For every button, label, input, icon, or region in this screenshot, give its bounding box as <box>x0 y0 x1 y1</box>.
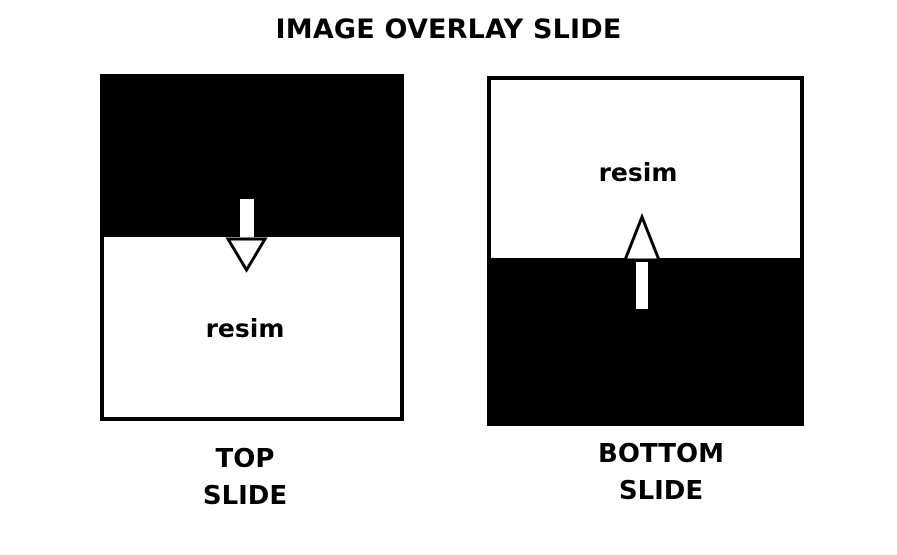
caption-line: BOTTOM <box>598 439 724 469</box>
content-label: resim <box>205 314 285 343</box>
top-slide-caption: TOP SLIDE <box>125 441 365 515</box>
arrow-up-icon <box>622 212 662 309</box>
caption-line: TOP <box>215 444 275 474</box>
content-label: resim <box>598 158 678 187</box>
diagram-title: IMAGE OVERLAY SLIDE <box>275 14 622 45</box>
caption-line: SLIDE <box>202 481 288 511</box>
top-slide-panel: resim <box>100 74 404 421</box>
arrow-down-icon <box>225 199 268 273</box>
caption-line: SLIDE <box>618 476 704 506</box>
bottom-slide-caption: BOTTOM SLIDE <box>541 436 781 510</box>
bottom-slide-panel: resim <box>487 76 804 426</box>
